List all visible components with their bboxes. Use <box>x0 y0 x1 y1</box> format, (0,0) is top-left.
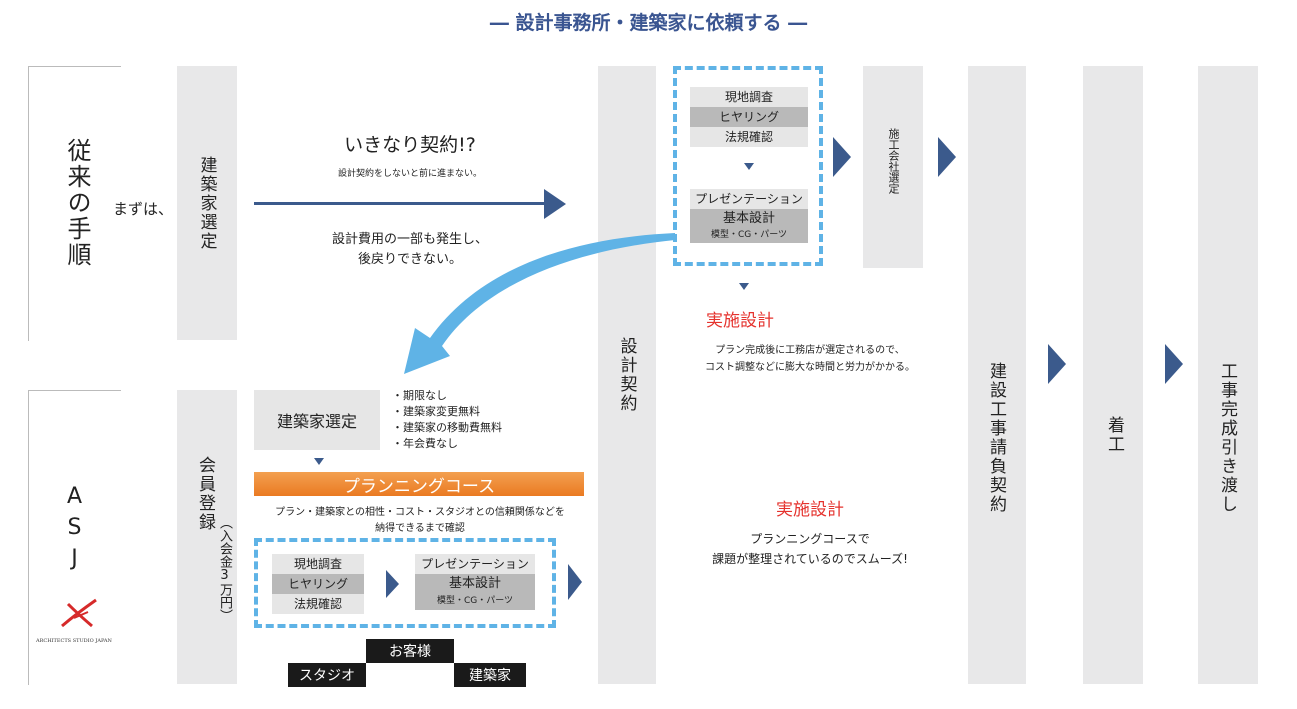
traditional-jisshi-title: 実施設計 <box>706 311 774 331</box>
column-sekkei-keiyaku-label: 設計契約 <box>616 337 637 413</box>
asj-bracket <box>28 390 121 685</box>
traditional-cost-line2: 後戻りできない。 <box>357 252 462 267</box>
traditional-label: 従来の手順 <box>63 138 91 268</box>
top-box-item1: 現地調査 <box>690 87 808 107</box>
kenchikuka-box: 建築家 <box>454 663 526 687</box>
arrow-to-contract-line <box>254 202 546 205</box>
mazu-label: まずは、 <box>113 200 174 218</box>
asj-box-item4: プレゼンテーション <box>415 554 535 574</box>
column-sekou-gaisha: 施工会社選定 <box>863 66 923 268</box>
traditional-sub: 設計契約をしないと前に進まない。 <box>337 169 482 179</box>
studio-box: スタジオ <box>288 663 366 687</box>
column-kenchikuka-sentei: 建築家選定 <box>177 66 237 340</box>
planning-course-desc2: 納得できるまで確認 <box>375 523 465 534</box>
asj-bullets: ・期限なし ・建築家変更無料 ・建築家の移動費無料 ・年会費なし <box>392 388 502 452</box>
asj-bullet-4: ・年会費なし <box>392 437 458 450</box>
top-box-item4: プレゼンテーション <box>690 189 808 209</box>
traditional-bracket <box>28 66 121 341</box>
curved-return-arrow-icon <box>404 233 675 374</box>
asj-box-item6: 模型・CG・パーツ <box>415 592 535 610</box>
asj-logo-icon <box>61 598 97 628</box>
asj-logo-text: ARCHITECTS STUDIO JAPAN <box>36 638 112 644</box>
chevron-right-icon-2 <box>938 137 956 177</box>
asj-bullet-2: ・建築家変更無料 <box>392 405 480 418</box>
asj-down-arrow-icon <box>314 458 324 465</box>
asj-design-box <box>254 538 556 628</box>
asj-box-item2: ヒヤリング <box>272 574 364 594</box>
asj-box-right-arrow-icon <box>386 570 399 598</box>
column-sekkei-keiyaku: 設計契約 <box>598 66 656 684</box>
chevron-right-icon-3 <box>568 564 582 600</box>
traditional-headline: いきなり契約!? <box>344 134 476 156</box>
asj-box-item3: 法規確認 <box>272 594 364 614</box>
column-kenchikuka-sentei-label: 建築家選定 <box>196 155 217 251</box>
column-kensetsu-keiyaku: 建設工事請負契約 <box>968 66 1026 684</box>
top-box-item6: 模型・CG・パーツ <box>690 227 808 243</box>
traditional-jisshi-desc1: プラン完成後に工務店が選定されるので、 <box>715 345 905 356</box>
traditional-jisshi-desc2: コスト調整などに膨大な時間と労力がかかる。 <box>705 362 915 373</box>
asj-label: ASJ <box>62 484 87 577</box>
okyakusama-box: お客様 <box>366 639 454 663</box>
column-kaiin-touroku: 会員登録 （入会金3万円） <box>177 390 237 684</box>
top-box-item5: 基本設計 <box>690 209 808 229</box>
column-kaiin-touroku-label: 会員登録 <box>195 456 215 532</box>
planning-course-banner: プランニングコース <box>254 472 584 497</box>
column-hikiwatashi-label: 工事完成引き渡し <box>1217 362 1237 514</box>
column-chakkou: 着工 <box>1083 66 1143 684</box>
asj-box-item5: 基本設計 <box>415 574 535 594</box>
chevron-right-icon-5 <box>1165 344 1183 384</box>
asj-jisshi-title: 実施設計 <box>776 500 844 520</box>
column-chakkou-label: 着工 <box>1104 416 1124 454</box>
asj-jisshi-desc2: 課題が整理されているのでスムーズ! <box>712 552 908 566</box>
asj-bullet-1: ・期限なし <box>392 389 447 402</box>
column-kaiin-touroku-note: （入会金3万円） <box>217 516 232 622</box>
traditional-design-box <box>673 66 823 266</box>
column-hikiwatashi: 工事完成引き渡し <box>1198 66 1258 684</box>
arrow-to-contract-head-icon <box>544 189 566 219</box>
chevron-right-icon-4 <box>1048 344 1066 384</box>
column-sekou-gaisha-label: 施工会社選定 <box>887 128 900 194</box>
asj-bullet-3: ・建築家の移動費無料 <box>392 421 502 434</box>
chevron-right-icon-1 <box>833 137 851 177</box>
top-box-down-arrow-icon <box>744 163 754 170</box>
traditional-cost-line1: 設計費用の一部も発生し、 <box>331 232 488 247</box>
top-box-item2: ヒヤリング <box>690 107 808 127</box>
column-kensetsu-keiyaku-label: 建設工事請負契約 <box>986 362 1006 514</box>
page-title: ― 設計事務所・建築家に依頼する ― <box>489 12 808 34</box>
asj-box-item1: 現地調査 <box>272 554 364 574</box>
asj-jisshi-desc1: プランニングコースで <box>750 532 870 546</box>
top-box-below-arrow-icon <box>739 283 749 290</box>
asj-kenchikuka-sentei-box: 建築家選定 <box>254 390 380 450</box>
planning-course-desc1: プラン・建築家との相性・コスト・スタジオとの信頼関係などを <box>275 507 565 518</box>
top-box-item3: 法規確認 <box>690 127 808 147</box>
